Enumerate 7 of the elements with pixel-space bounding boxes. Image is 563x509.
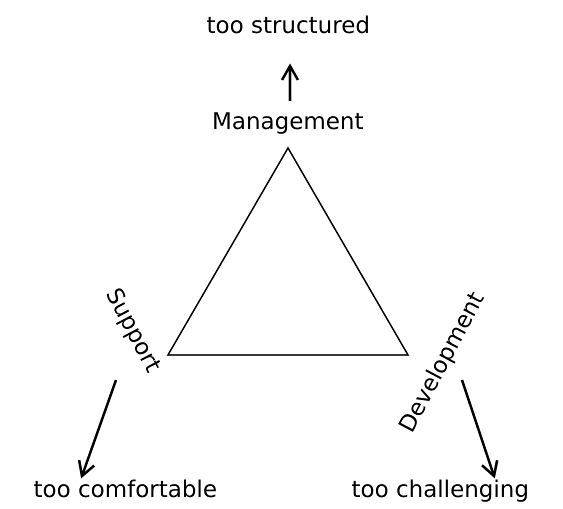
arrow xyxy=(280,64,300,101)
arrow xyxy=(460,380,498,478)
outcome-label: too comfortable xyxy=(34,478,217,502)
outcome-label: too structured xyxy=(206,14,370,38)
outcome-label: too challenging xyxy=(352,478,529,502)
vertex-label: Management xyxy=(212,110,364,134)
arrow xyxy=(78,380,118,478)
